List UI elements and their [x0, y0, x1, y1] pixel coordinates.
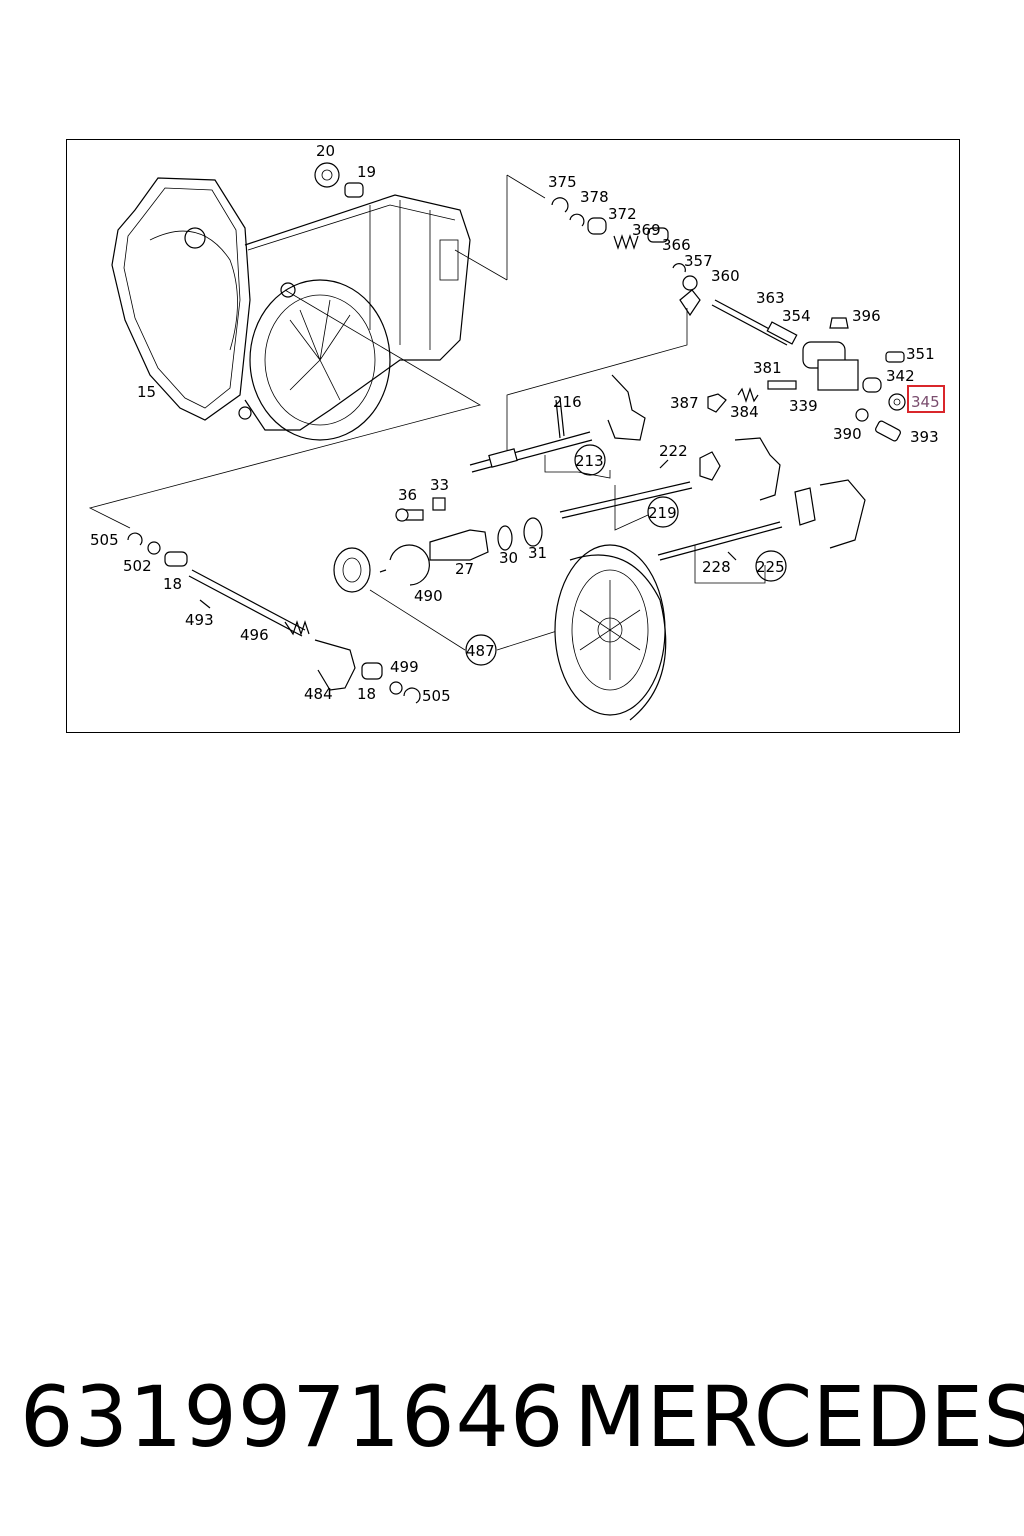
label-372: 372	[608, 205, 637, 223]
label-18-bottom: 18	[357, 685, 376, 703]
label-502: 502	[123, 557, 152, 575]
label-366: 366	[662, 236, 691, 254]
label-36: 36	[398, 486, 417, 504]
lower-shaft-parts	[127, 532, 421, 704]
label-219: 219	[648, 504, 677, 522]
label-360: 360	[711, 267, 740, 285]
label-228: 228	[702, 558, 731, 576]
selector-parts	[314, 162, 906, 442]
label-490: 490	[414, 587, 443, 605]
label-381: 381	[753, 359, 782, 377]
brand-name: MERCEDES	[574, 1368, 1024, 1466]
label-390: 390	[833, 425, 862, 443]
label-19: 19	[357, 163, 376, 181]
label-339: 339	[789, 397, 818, 415]
label-505-top: 505	[90, 531, 119, 549]
label-342: 342	[886, 367, 915, 385]
label-20: 20	[316, 142, 335, 160]
label-225: 225	[756, 558, 785, 576]
label-499: 499	[390, 658, 419, 676]
label-487: 487	[466, 642, 495, 660]
label-30: 30	[499, 549, 518, 567]
label-18-top: 18	[163, 575, 182, 593]
label-363: 363	[756, 289, 785, 307]
label-496: 496	[240, 626, 269, 644]
label-393: 393	[910, 428, 939, 446]
callout-circles	[465, 444, 787, 666]
part-labels: 20 19 375 378 372 369 366 357 360 363 35…	[90, 142, 940, 705]
label-384: 384	[730, 403, 759, 421]
label-493: 493	[185, 611, 214, 629]
label-378: 378	[580, 188, 609, 206]
label-216: 216	[553, 393, 582, 411]
clutch-and-bearing	[333, 497, 667, 721]
leader-lines	[88, 174, 766, 651]
label-345: 345	[911, 393, 940, 411]
diagram-frame	[66, 139, 960, 733]
label-213: 213	[575, 452, 604, 470]
label-354: 354	[782, 307, 811, 325]
label-357: 357	[684, 252, 713, 270]
label-31: 31	[528, 544, 547, 562]
highlight-box-345	[907, 385, 945, 413]
label-484: 484	[304, 685, 333, 703]
label-27: 27	[455, 560, 474, 578]
label-369: 369	[632, 221, 661, 239]
label-387: 387	[670, 394, 699, 412]
label-222: 222	[659, 442, 688, 460]
label-375: 375	[548, 173, 577, 191]
label-33: 33	[430, 476, 449, 494]
label-351: 351	[906, 345, 935, 363]
label-15: 15	[137, 383, 156, 401]
shift-rods-forks	[469, 374, 866, 561]
label-505-bottom: 505	[422, 687, 451, 705]
part-number: 6319971646	[20, 1368, 565, 1466]
caption-bar: 6319971646 MERCEDES	[0, 1362, 1024, 1472]
label-396: 396	[852, 307, 881, 325]
exploded-parts-diagram: 20 19 375 378 372 369 366 357 360 363 35…	[88, 142, 945, 721]
transmission-housing	[111, 177, 471, 441]
